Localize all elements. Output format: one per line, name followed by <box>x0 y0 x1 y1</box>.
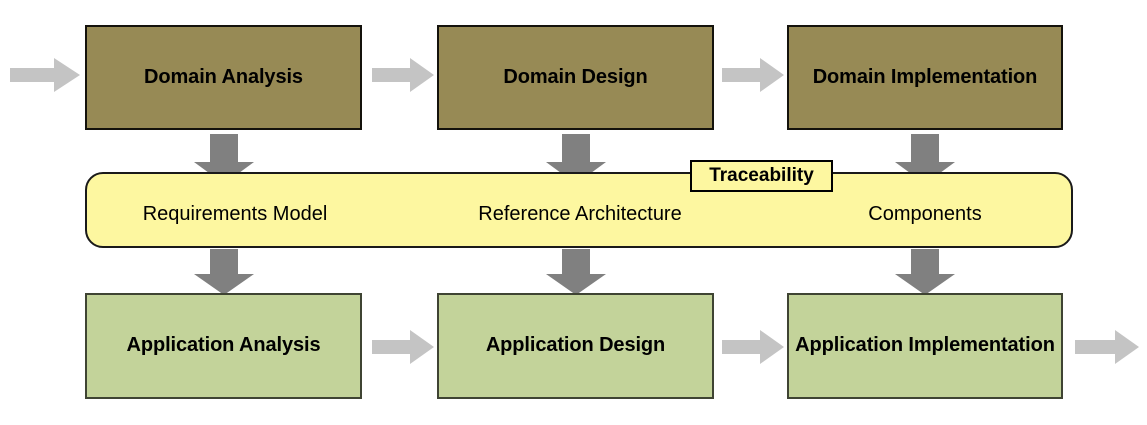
band-label-components: Components <box>868 203 982 225</box>
box-application-implementation[interactable]: Application Implementation <box>787 293 1063 399</box>
box-domain-implementation-label: Domain Implementation <box>812 65 1038 88</box>
arrow-out-of-application-implementation <box>1075 330 1139 364</box>
arrow-reference-architecture-to-application-design <box>546 249 606 295</box>
arrow-application-design-to-application-implementation <box>722 330 784 364</box>
box-domain-analysis[interactable]: Domain Analysis <box>85 25 362 130</box>
arrow-domain-design-to-domain-implementation <box>722 58 784 92</box>
band-label-requirements-model: Requirements Model <box>142 203 328 225</box>
box-domain-implementation[interactable]: Domain Implementation <box>787 25 1063 130</box>
arrow-domain-analysis-to-domain-design <box>372 58 434 92</box>
arrow-domain-implementation-to-components <box>895 134 955 184</box>
box-domain-design[interactable]: Domain Design <box>437 25 714 130</box>
box-application-analysis[interactable]: Application Analysis <box>85 293 362 399</box>
box-application-implementation-label: Application Implementation <box>795 334 1055 357</box>
arrow-requirements-model-to-application-analysis <box>194 249 254 295</box>
traceability-tag-label: Traceability <box>709 165 814 186</box>
arrow-components-to-application-implementation <box>895 249 955 295</box>
arrow-application-analysis-to-application-design <box>372 330 434 364</box>
box-application-analysis-label: Application Analysis <box>126 334 321 357</box>
traceability-tag[interactable]: Traceability <box>690 160 833 192</box>
arrow-into-domain-analysis <box>10 58 80 92</box>
box-application-design[interactable]: Application Design <box>437 293 714 399</box>
arrow-domain-design-to-reference-architecture <box>546 134 606 184</box>
box-domain-design-label: Domain Design <box>503 65 648 88</box>
artifacts-band <box>85 172 1073 248</box>
band-label-reference-architecture: Reference Architecture <box>478 203 682 225</box>
arrow-domain-analysis-to-requirements-model <box>194 134 254 184</box>
box-application-design-label: Application Design <box>485 334 666 357</box>
box-domain-analysis-label: Domain Analysis <box>144 65 303 88</box>
